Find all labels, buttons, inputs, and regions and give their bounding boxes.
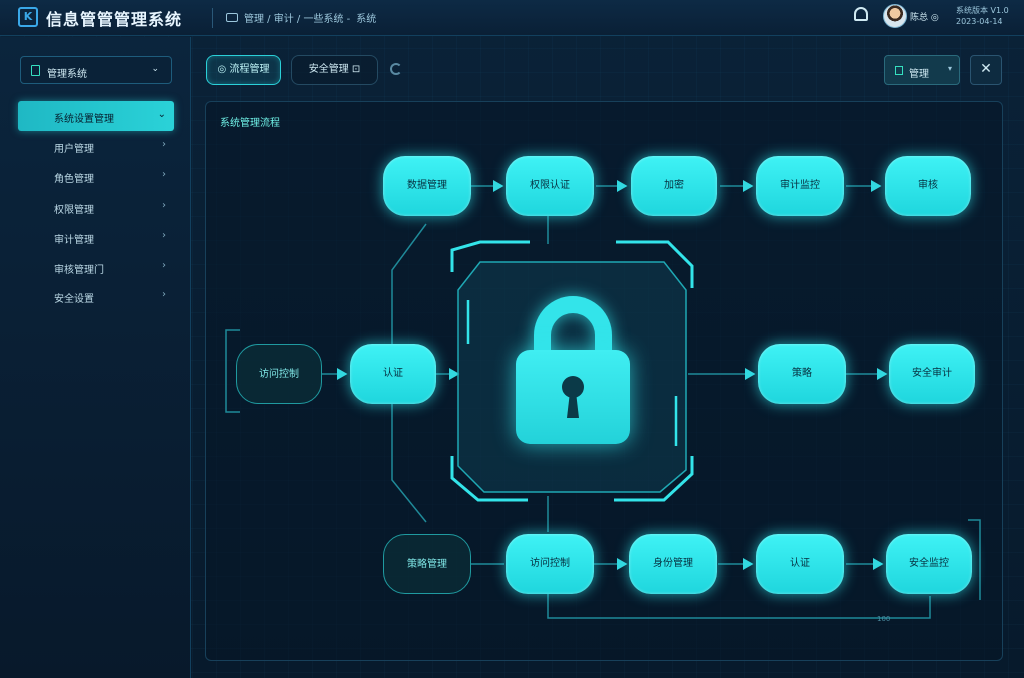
- sidebar: 管理系统 ⌄ 系统设置管理 ⌄ 用户管理 › 角色管理 › 权限管理 › 审计管…: [0, 37, 191, 678]
- keyhole-stem: [567, 392, 579, 418]
- chevron-right-icon: ›: [162, 169, 166, 180]
- sidebar-item-security[interactable]: 安全设置 ›: [18, 281, 174, 311]
- chevron-right-icon: ›: [162, 289, 166, 300]
- node-security-monitor[interactable]: 安全监控: [886, 534, 972, 594]
- node-authentication[interactable]: 认证: [350, 344, 436, 404]
- document-icon: [31, 65, 40, 76]
- document-icon: [895, 66, 903, 75]
- sidebar-item-users[interactable]: 用户管理 ›: [18, 131, 174, 161]
- sidebar-item-permissions[interactable]: 权限管理 ›: [18, 192, 174, 222]
- date-text: 2023-04-14: [956, 17, 1003, 26]
- sidebar-item-label: 安全设置: [54, 294, 94, 305]
- sidebar-item-label: 系统设置管理: [54, 114, 114, 125]
- refresh-icon[interactable]: [390, 63, 402, 75]
- breadcrumb: 管理 / 审计 / 一些系统 - 系统: [226, 10, 376, 25]
- sidebar-item-label: 角色管理: [54, 174, 94, 185]
- node-policy-management[interactable]: 策略管理: [383, 534, 471, 594]
- node-access-control[interactable]: 访问控制: [506, 534, 594, 594]
- sidebar-item-system-settings[interactable]: 系统设置管理 ⌄: [18, 101, 174, 131]
- manage-label: 管理: [909, 69, 929, 80]
- chevron-down-icon: ▾: [947, 64, 952, 73]
- node-permission-auth[interactable]: 权限认证: [506, 156, 594, 216]
- node-auth-bottom[interactable]: 认证: [756, 534, 844, 594]
- chevron-right-icon: ›: [162, 260, 166, 271]
- node-access-control-outline[interactable]: 访问控制: [236, 344, 322, 404]
- tab-process[interactable]: ◎ 流程管理: [206, 55, 281, 85]
- avatar[interactable]: [883, 4, 907, 28]
- system-select[interactable]: 管理系统 ⌄: [20, 56, 172, 84]
- node-security-audit[interactable]: 安全审计: [889, 344, 975, 404]
- node-identity-management[interactable]: 身份管理: [629, 534, 717, 594]
- system-select-label: 管理系统: [47, 69, 87, 80]
- node-encryption[interactable]: 加密: [631, 156, 717, 216]
- header-divider: [212, 8, 213, 28]
- node-review[interactable]: 审核: [885, 156, 971, 216]
- breadcrumb-current[interactable]: 系统: [356, 14, 377, 25]
- monitor-icon: [226, 13, 238, 22]
- manage-dropdown-button[interactable]: 管理 ▾: [884, 55, 960, 85]
- bell-icon[interactable]: [854, 7, 868, 21]
- chevron-down-icon: ⌄: [157, 109, 166, 120]
- sidebar-item-audit[interactable]: 审计管理 ›: [18, 222, 174, 252]
- node-policy[interactable]: 策略: [758, 344, 846, 404]
- node-data-management[interactable]: 数据管理: [383, 156, 471, 216]
- close-icon[interactable]: ✕: [970, 55, 1002, 85]
- app-title: 信息管管管理系统: [46, 10, 183, 29]
- tab-security[interactable]: 安全管理 ⊡: [291, 55, 378, 85]
- chevron-right-icon: ›: [162, 230, 166, 241]
- chevron-right-icon: ›: [162, 200, 166, 211]
- sidebar-item-review[interactable]: 审核管理门 ›: [18, 252, 174, 282]
- node-audit-monitor[interactable]: 审计监控: [756, 156, 844, 216]
- sidebar-item-roles[interactable]: 角色管理 ›: [18, 161, 174, 191]
- version-text: 系统版本 V1.0: [956, 6, 1009, 15]
- sidebar-item-label: 权限管理: [54, 205, 94, 216]
- sidebar-item-label: 审计管理: [54, 235, 94, 246]
- sidebar-item-label: 用户管理: [54, 144, 94, 155]
- keyhole: [562, 376, 584, 398]
- logo-icon: K: [18, 7, 38, 27]
- panel-title: 系统管理流程: [220, 118, 280, 129]
- sidebar-item-label: 审核管理门: [54, 265, 104, 276]
- user-name[interactable]: 陈总 ◎: [910, 13, 939, 23]
- chevron-down-icon: ⌄: [151, 64, 159, 74]
- breadcrumb-path[interactable]: 管理 / 审计 / 一些系统 -: [244, 14, 351, 25]
- top-header: K 信息管管管理系统 管理 / 审计 / 一些系统 - 系统 陈总 ◎ 系统版本…: [0, 0, 1024, 36]
- chevron-right-icon: ›: [162, 139, 166, 150]
- user-meta: 系统版本 V1.0 2023-04-14: [956, 5, 1009, 27]
